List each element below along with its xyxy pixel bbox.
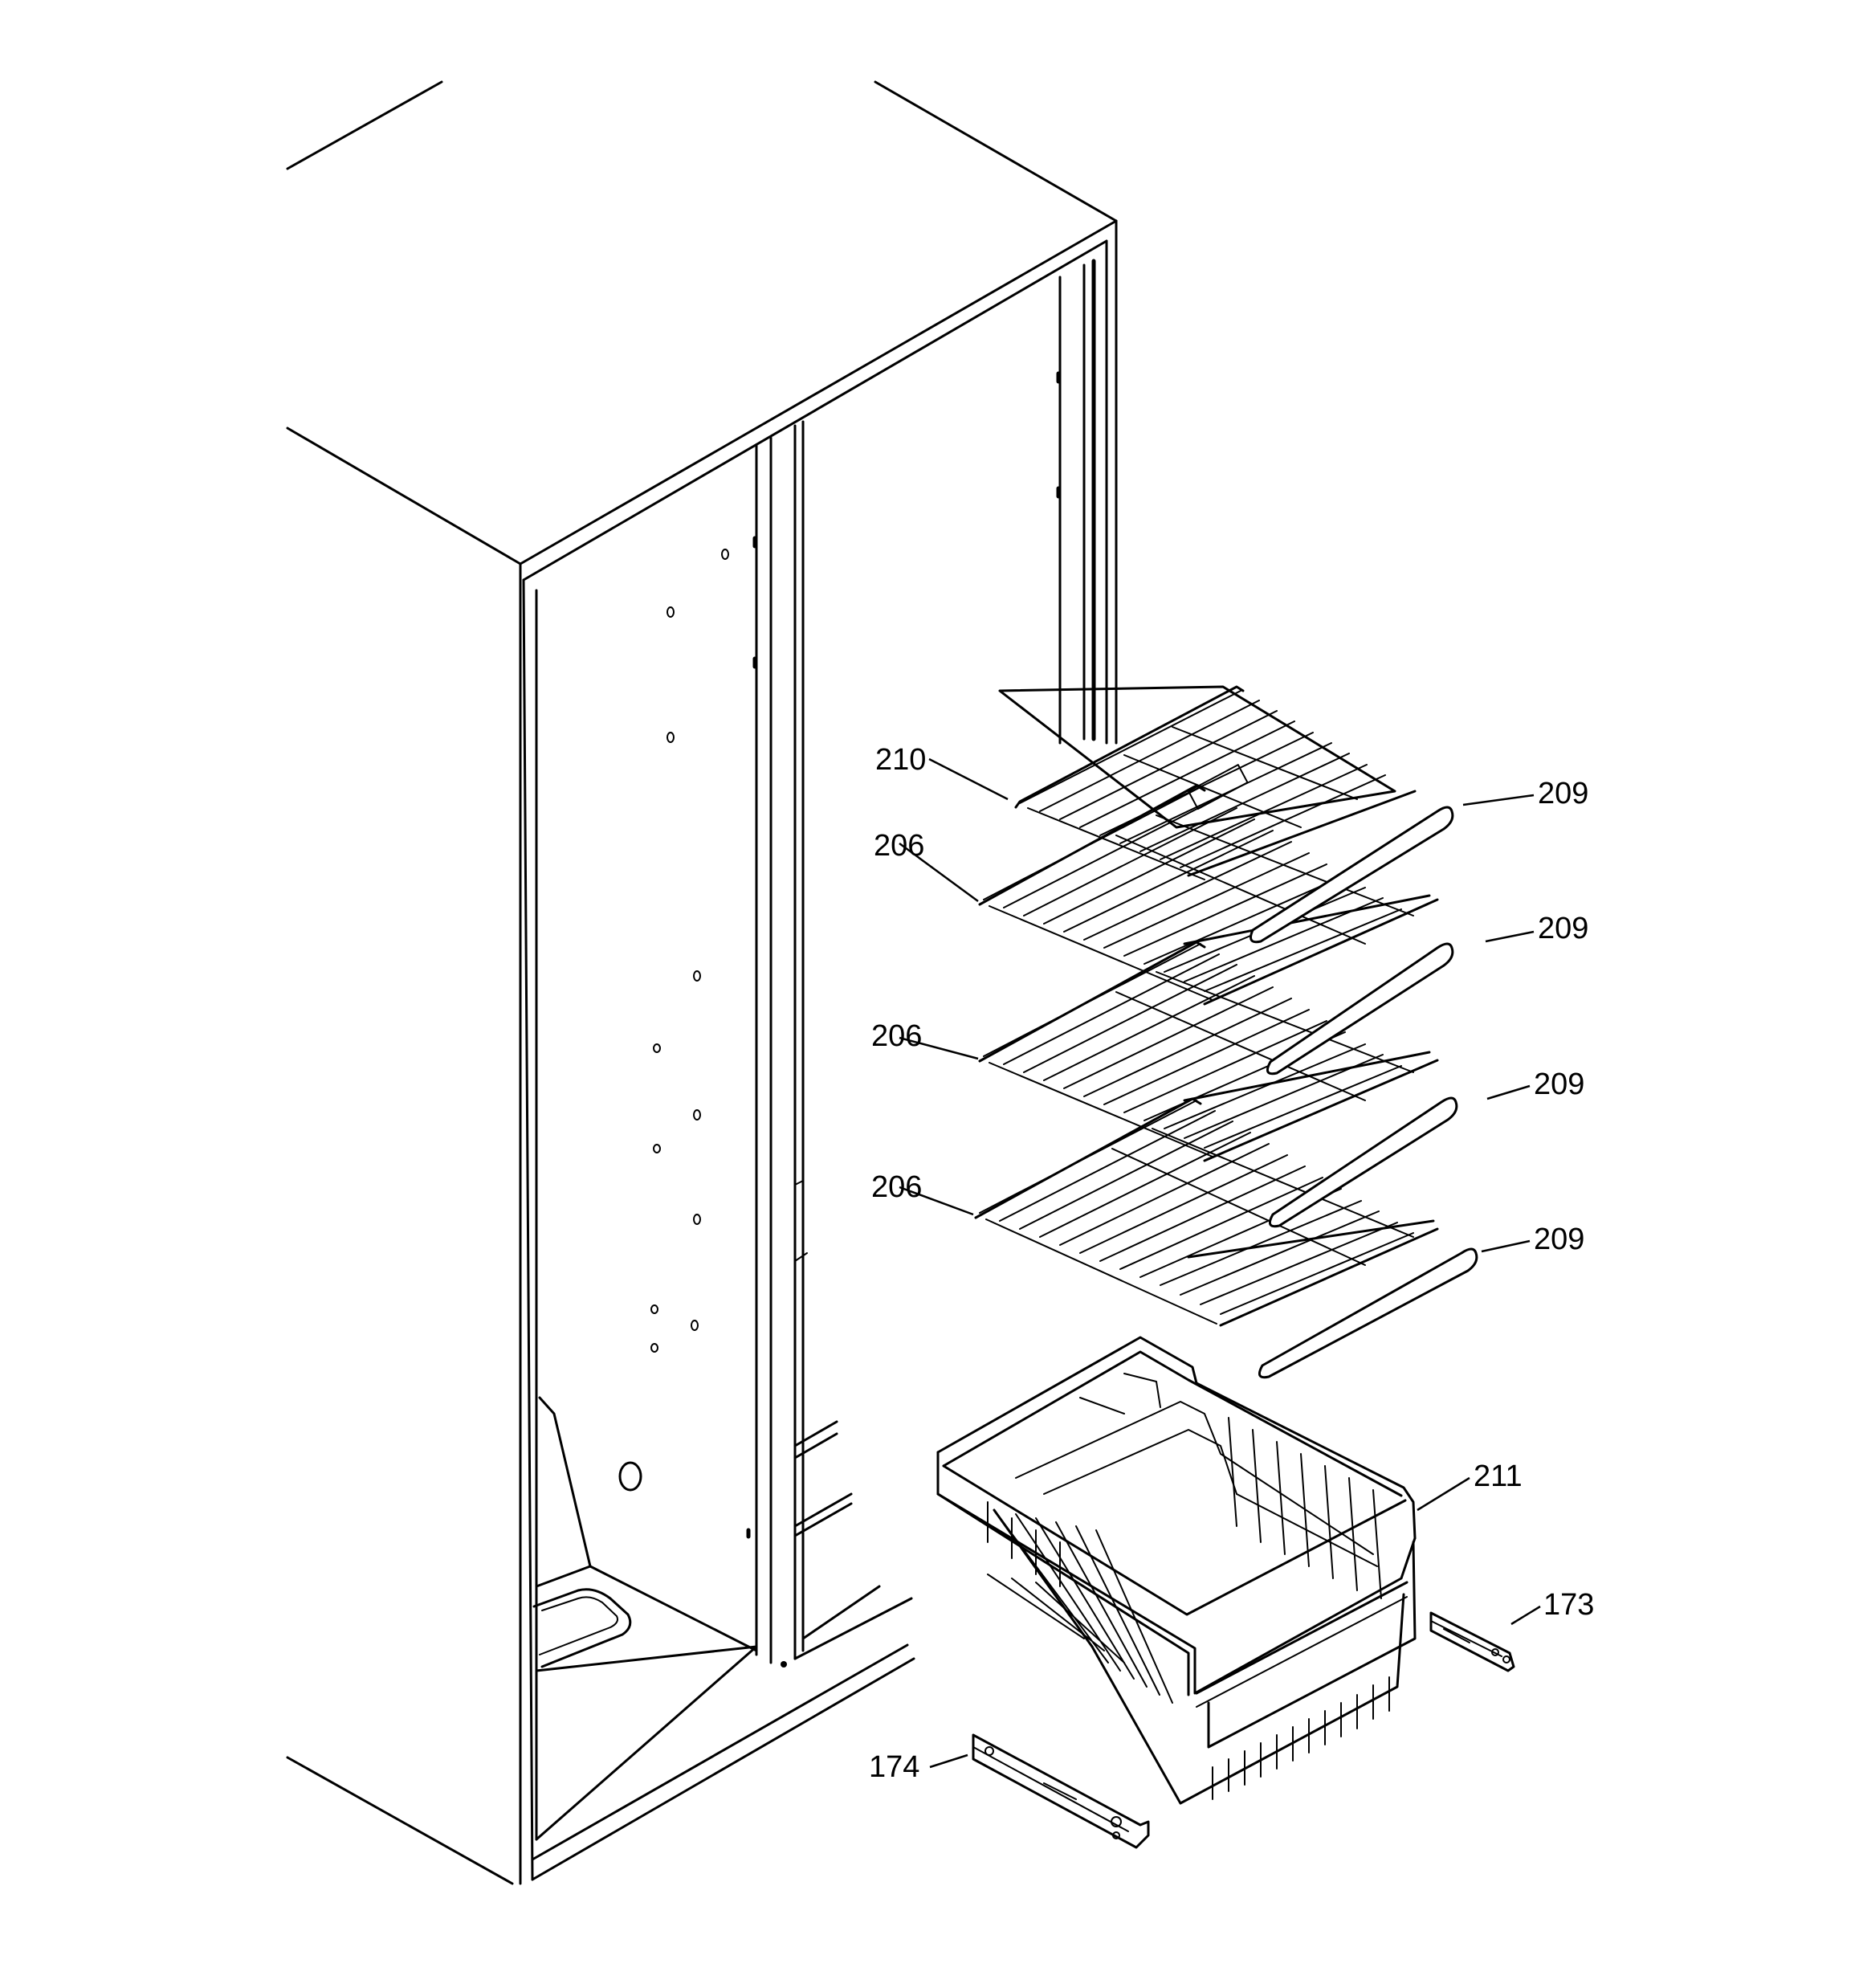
slide-rail-174 <box>972 1733 1150 1849</box>
leader-lines <box>899 757 1541 1769</box>
callout-206-b: 206 <box>871 1019 922 1053</box>
callout-209-a: 209 <box>1538 777 1588 810</box>
callout-210: 210 <box>875 743 926 777</box>
shelf-trim-209-a <box>1249 806 1454 944</box>
shelf-trim-209-b <box>1266 942 1454 1076</box>
wire-shelf-206-c <box>974 1097 1439 1327</box>
wire-shelf-206-b <box>978 941 1439 1162</box>
callout-209-d: 209 <box>1534 1223 1584 1256</box>
refrigerator-cabinet <box>286 80 1118 1885</box>
wire-shelf-206-a <box>978 784 1439 1006</box>
callout-209-c: 209 <box>1534 1067 1584 1101</box>
callout-174: 174 <box>869 1750 919 1784</box>
callout-173: 173 <box>1543 1588 1594 1622</box>
shelf-trim-209-c <box>1268 1096 1458 1228</box>
callout-206-c: 206 <box>871 1170 922 1204</box>
callout-209-b: 209 <box>1538 912 1588 945</box>
callout-labels: 210 206 206 206 209 209 209 209 211 173 … <box>869 743 1594 1784</box>
slide-rail-173 <box>1429 1611 1515 1672</box>
callout-206-a: 206 <box>874 829 924 863</box>
callout-211: 211 <box>1474 1459 1523 1493</box>
wire-shelf-210 <box>998 685 1417 880</box>
freezer-basket-211 <box>936 1336 1417 1805</box>
shelf-trim-209-d <box>1258 1247 1478 1379</box>
